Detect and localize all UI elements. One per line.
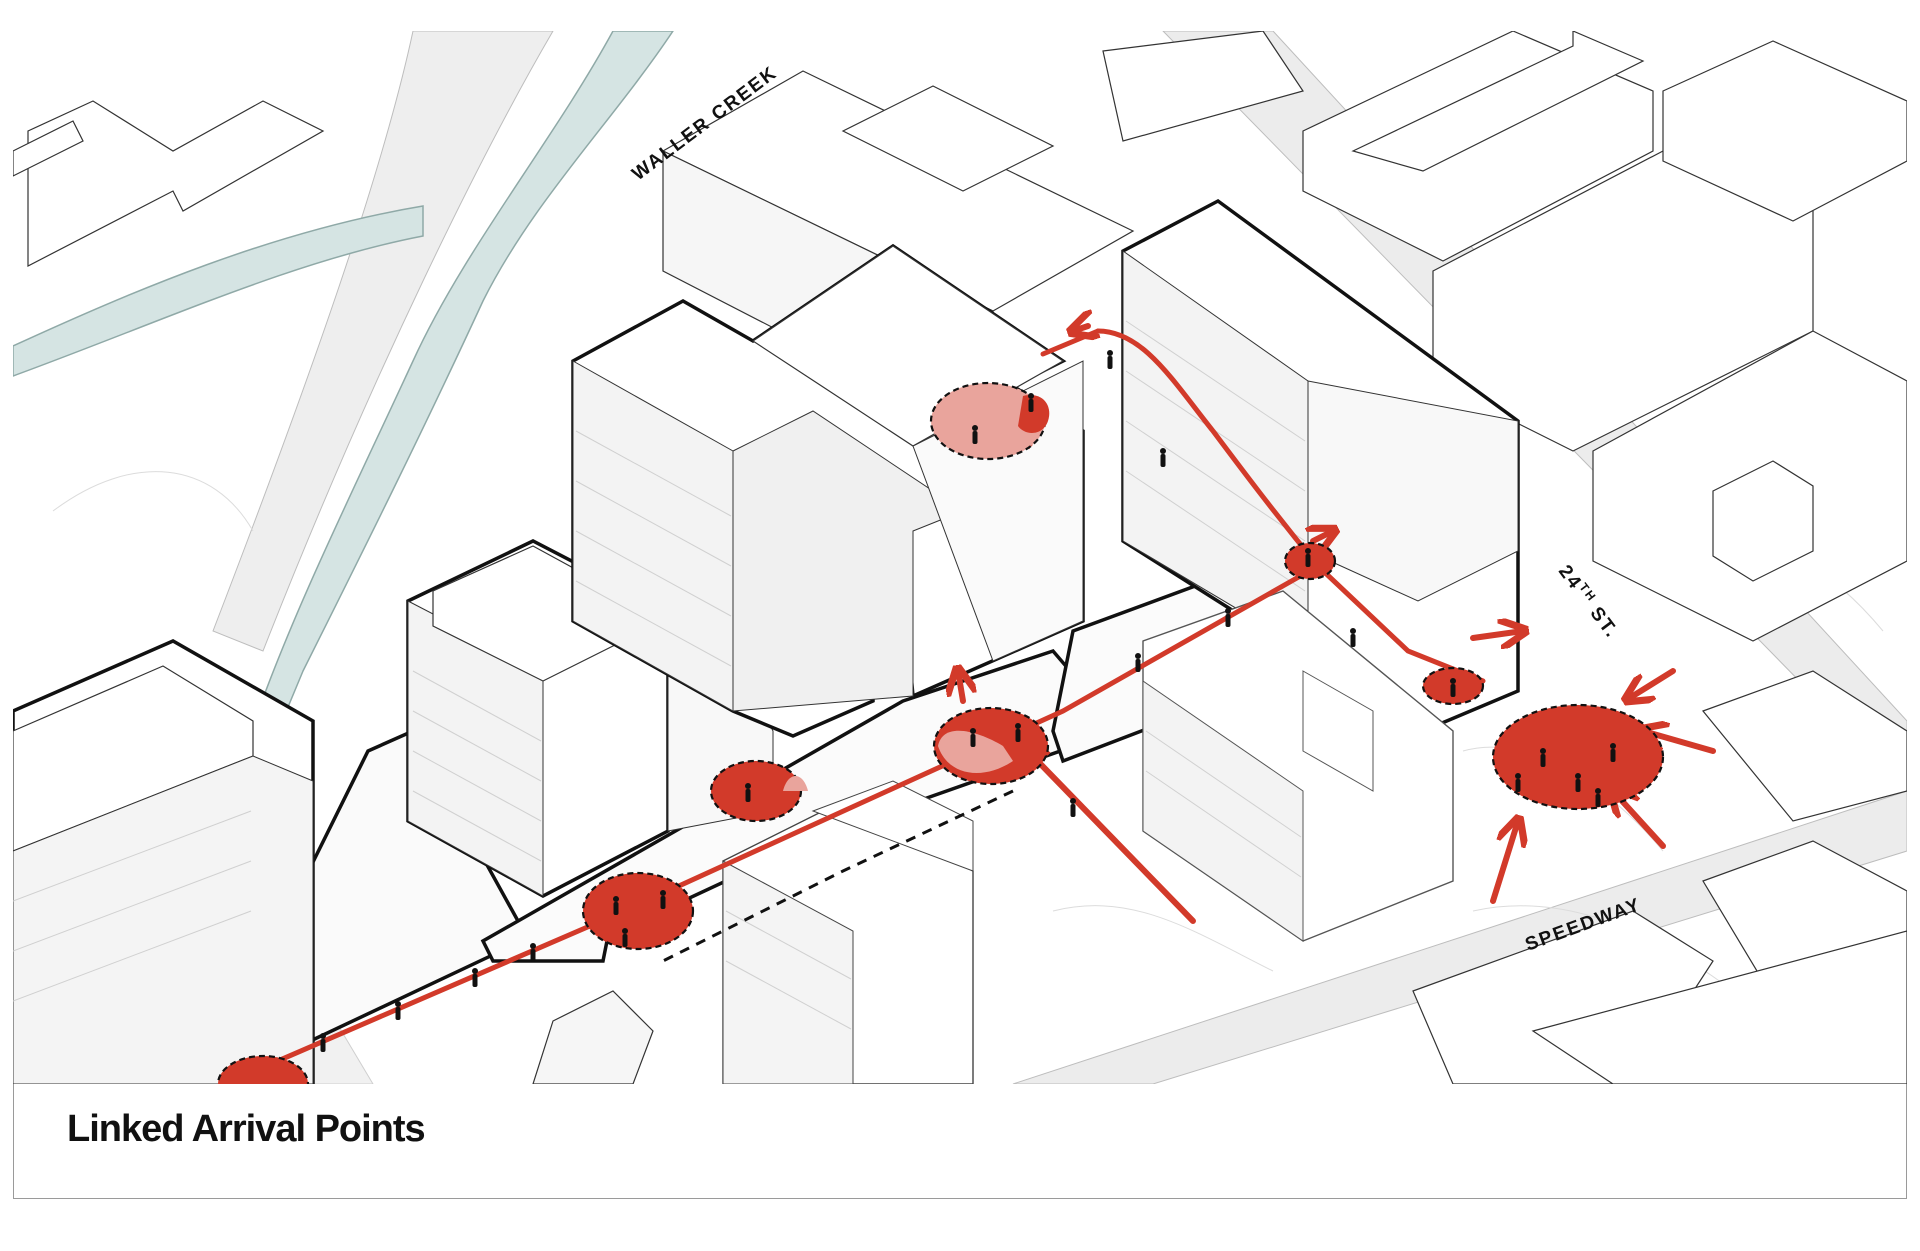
pedestrian-figure: [395, 1001, 401, 1020]
pedestrian-figure: [1515, 773, 1521, 792]
arrival-point-3-light: [783, 776, 808, 791]
pedestrian-figure: [1028, 393, 1034, 412]
diagram-caption: Linked Arrival Points: [67, 1108, 426, 1150]
pedestrian-figure: [1160, 448, 1166, 467]
pedestrian-figure: [660, 890, 666, 909]
site-axonometric: WALLER CREEK 24TH ST. SPEEDWAY: [13, 31, 1907, 1084]
pedestrian-figure: [472, 968, 478, 987]
building-tower-south: [722, 780, 974, 1084]
pedestrian-figure: [1610, 743, 1616, 762]
arrival-points: [216, 381, 1665, 1084]
arrival-point-4-light: [938, 730, 1013, 773]
pedestrian-figure: [613, 896, 619, 915]
building-slab-center: [1142, 590, 1454, 942]
arrival-point-2: [581, 871, 695, 951]
building-slab-east: [1121, 198, 1520, 733]
pedestrian-figure: [1350, 628, 1356, 647]
pedestrian-figure: [1540, 748, 1546, 767]
pedestrian-figure: [1595, 788, 1601, 807]
pedestrian-figure: [1575, 773, 1581, 792]
arrival-point-5-dark: [1018, 395, 1050, 433]
pedestrian-figure: [1107, 350, 1113, 369]
pedestrian-figure: [530, 943, 536, 962]
pedestrian-figure: [1070, 798, 1076, 817]
facade-floor-lines: [13, 320, 1306, 1030]
pedestrian-figure: [1305, 548, 1311, 567]
pedestrian-figure: [1135, 653, 1141, 672]
pedestrian-figure: [972, 425, 978, 444]
arrival-point-8: [1491, 703, 1665, 811]
pedestrian-figure: [970, 728, 976, 747]
pedestrian-figure: [1225, 608, 1231, 627]
pedestrian-figure: [745, 783, 751, 802]
pedestrian-figure: [1450, 678, 1456, 697]
pedestrian-figure: [320, 1033, 326, 1052]
pedestrian-figures: [320, 350, 1616, 1052]
building-southwest: [13, 639, 315, 1084]
underground-link-dashed: [662, 789, 1014, 963]
pedestrian-figure: [622, 928, 628, 947]
arrival-point-1: [216, 1054, 310, 1084]
pedestrian-figure: [1015, 723, 1021, 742]
